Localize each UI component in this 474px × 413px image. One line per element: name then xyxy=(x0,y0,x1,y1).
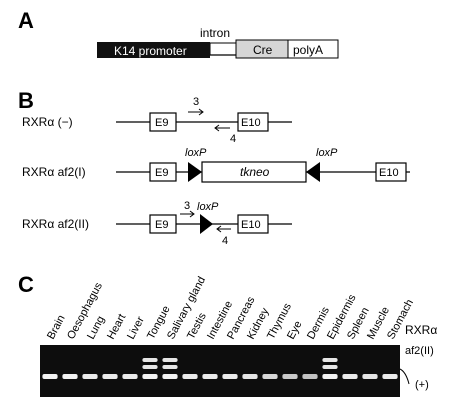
band-wt xyxy=(362,374,378,379)
band-wt-label: (+) xyxy=(415,379,429,391)
intron-line xyxy=(209,43,235,56)
band-wt xyxy=(322,374,338,379)
cre-label: Cre xyxy=(253,43,273,57)
exon-e9-box xyxy=(149,112,177,132)
loxp-right-triangle xyxy=(306,162,320,182)
band-af2-ii xyxy=(162,365,178,369)
allele-rxra-af2-ii: RXRα af2(II) E9 3 loxP 4 E10 xyxy=(22,200,292,247)
loxp-left-triangle xyxy=(188,162,202,182)
loxp-right-label: loxP xyxy=(316,147,338,159)
exon-e10-label: E10 xyxy=(241,219,261,231)
band-wt xyxy=(162,374,178,379)
exon-e10-box xyxy=(375,162,407,182)
exon-e10-label: E10 xyxy=(379,167,399,179)
panel-b-label: B xyxy=(18,88,34,113)
exon-e9-label: E9 xyxy=(155,117,168,129)
intron-label: intron xyxy=(200,26,230,40)
k14-cre-construct: intron K14 promoter Cre polyA xyxy=(97,26,339,59)
exon-e9-box xyxy=(149,214,177,234)
band-wt xyxy=(342,374,358,379)
band-af2-ii xyxy=(142,358,158,362)
k14-promoter-box xyxy=(97,42,210,58)
tkneo-label: tkneo xyxy=(240,165,270,179)
panel-c-label: C xyxy=(18,272,34,297)
primer-3-arrow xyxy=(180,210,195,218)
exon-e10-box xyxy=(237,214,269,234)
gel-bands xyxy=(42,358,398,379)
allele-name: RXRα af2(I) xyxy=(22,165,86,179)
lane-label: Eye xyxy=(285,319,305,341)
exon-e9-box xyxy=(149,162,177,182)
band-wt xyxy=(62,374,78,379)
lane-label: Lung xyxy=(85,314,107,341)
lane-label: Liver xyxy=(125,314,147,341)
band-wt xyxy=(42,374,58,379)
primer-3-label: 3 xyxy=(184,200,190,212)
band-wt xyxy=(262,374,278,379)
exon-e9-label: E9 xyxy=(155,167,168,179)
band-wt xyxy=(222,374,238,379)
primer-4-label: 4 xyxy=(230,133,236,145)
band-wt xyxy=(82,374,98,379)
band-wt xyxy=(242,374,258,379)
allele-rxra-null: RXRα (−) E9 E10 3 4 xyxy=(22,96,292,145)
lane-label: Heart xyxy=(105,312,128,341)
gene-label: RXRα xyxy=(405,323,437,337)
band-af2-ii xyxy=(322,358,338,362)
allele-rxra-af2-i: RXRα af2(I) E9 loxP tkneo loxP E10 xyxy=(22,147,410,183)
band-af2-ii xyxy=(322,365,338,369)
primer-4-arrow xyxy=(214,124,230,132)
band-wt xyxy=(202,374,218,379)
band-wt xyxy=(302,374,318,379)
band-wt xyxy=(282,374,298,379)
allele-name: RXRα af2(II) xyxy=(22,217,89,231)
band-af2-ii xyxy=(162,358,178,362)
band-wt xyxy=(382,374,398,379)
lane-label: Brain xyxy=(45,313,68,341)
polya-box xyxy=(287,39,339,59)
primer-3-arrow xyxy=(188,108,204,116)
band-wt xyxy=(142,374,158,379)
loxp-triangle xyxy=(200,214,213,234)
exon-e10-label: E10 xyxy=(241,117,261,129)
primer-4-arrow xyxy=(216,225,231,233)
polya-label: polyA xyxy=(293,43,323,57)
gel-image xyxy=(40,345,400,397)
primer-3-label: 3 xyxy=(193,96,199,108)
allele-name: RXRα (−) xyxy=(22,115,73,129)
loxp-label: loxP xyxy=(197,201,219,213)
k14-promoter-label: K14 promoter xyxy=(114,44,187,58)
exon-e10-box xyxy=(237,112,269,132)
band-af2-ii xyxy=(142,365,158,369)
primer-4-label: 4 xyxy=(222,235,228,247)
lane-labels: BrainOesophagusLungHeartLiverTongueSaliv… xyxy=(45,275,416,342)
band-wt xyxy=(182,374,198,379)
band-af2-ii-label: af2(II) xyxy=(405,345,434,357)
band-wt xyxy=(102,374,118,379)
loxp-left-label: loxP xyxy=(185,147,207,159)
band-wt xyxy=(122,374,138,379)
exon-e9-label: E9 xyxy=(155,219,168,231)
panel-a-label: A xyxy=(18,8,34,33)
band-wt-pointer xyxy=(399,368,410,385)
